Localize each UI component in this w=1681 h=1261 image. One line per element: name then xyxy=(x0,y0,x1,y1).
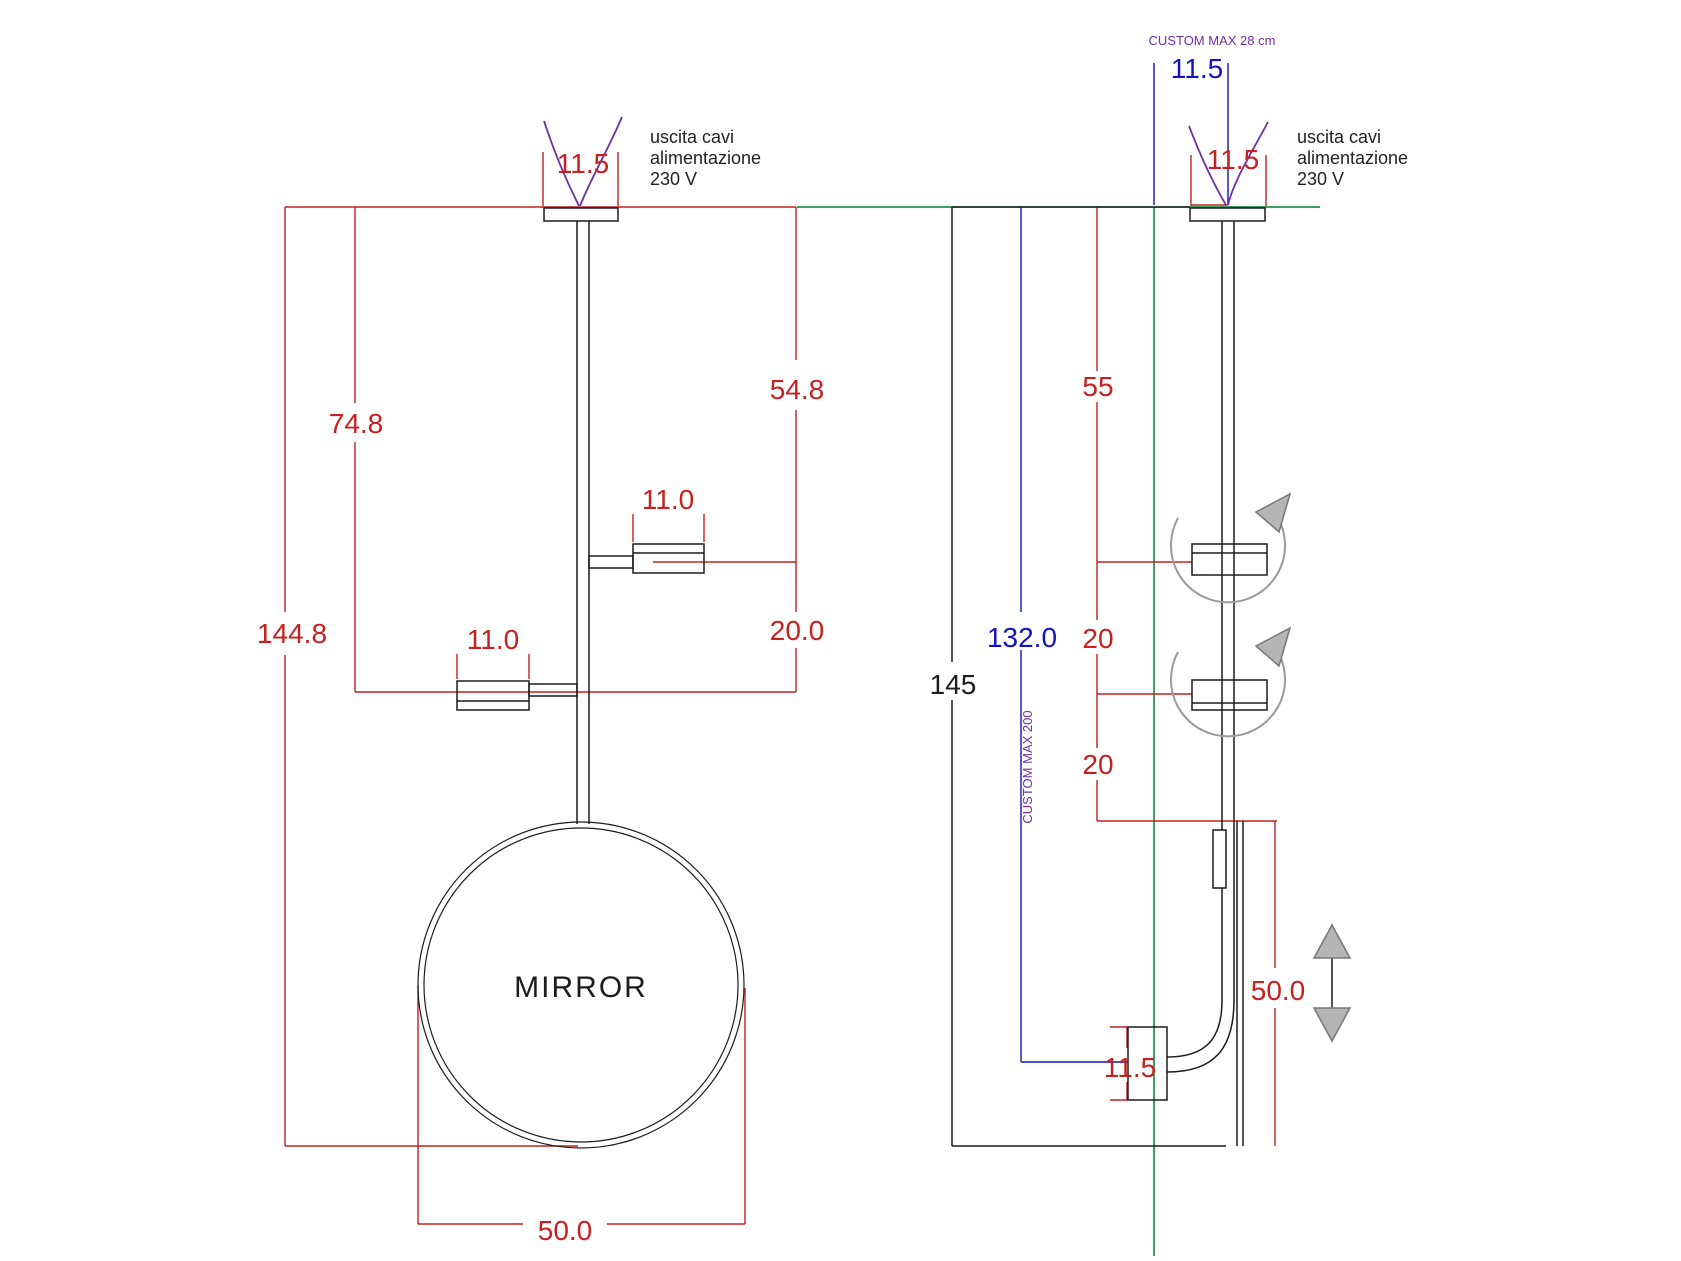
lower-gap-dim: 20 xyxy=(1082,749,1113,780)
cable-left xyxy=(543,120,580,207)
arrow-up-icon xyxy=(1312,923,1352,959)
side-canopy-width-ext-lines xyxy=(1190,155,1267,206)
telescopic-tube xyxy=(1236,821,1244,1146)
cable-drop-dim: 132.0 xyxy=(987,622,1057,653)
wall-connection-box xyxy=(1127,1026,1168,1101)
power-cables-front xyxy=(543,116,623,207)
lower-lamp-head xyxy=(456,680,530,711)
cable-note-line1: uscita cavi xyxy=(650,127,734,147)
side-dimension-lines xyxy=(1096,155,1277,1146)
cable-right xyxy=(1227,121,1269,206)
ceiling-to-upper-head-dim: 55 xyxy=(1082,371,1113,402)
front-fixture xyxy=(417,207,745,1149)
mirror-outer-circle xyxy=(417,821,745,1149)
arrow-down-icon xyxy=(1312,1007,1352,1043)
height-to-upper-head-dim: 54.8 xyxy=(770,374,825,405)
wall-outline xyxy=(951,206,1226,1147)
upper-lamp-head xyxy=(632,543,705,574)
stem-bend-inner xyxy=(1166,999,1223,1058)
canopy-width-dim: 11.5 xyxy=(557,148,609,179)
power-cables-side xyxy=(1188,121,1269,206)
slider-clamp xyxy=(1212,829,1227,889)
ceiling-canopy xyxy=(543,207,619,222)
rotation-arrow-icon xyxy=(1254,492,1292,534)
lower-head-width-ext-lines xyxy=(456,654,530,679)
rotation-arc-lower xyxy=(1170,651,1286,738)
cable-right xyxy=(579,116,623,207)
wall-box-dim: 11.5 xyxy=(1104,1052,1156,1083)
ceiling-canopy-side xyxy=(1189,207,1266,222)
lower-head-width-dim: 11.0 xyxy=(467,624,519,655)
canopy-offset-ext-lines xyxy=(1153,63,1229,205)
height-to-lower-head-dim: 74.8 xyxy=(329,408,384,439)
upper-head-width-dim: 11.0 xyxy=(642,484,694,515)
stem xyxy=(576,221,590,824)
mirror-diameter-ext-lines xyxy=(417,985,746,1224)
lower-lamp-head-side xyxy=(1191,679,1268,711)
cable-drop-dim-line xyxy=(1020,207,1128,1063)
custom-top-note: CUSTOM MAX 28 cm xyxy=(1149,33,1276,48)
upper-head-connector xyxy=(588,555,634,569)
front-dimension-lines xyxy=(284,152,797,1225)
total-height-dim: 144.8 xyxy=(257,618,327,649)
canopy-width-ext-lines xyxy=(542,152,619,206)
side-total-height-dim: 145 xyxy=(930,669,977,700)
upper-gap-dim: 20 xyxy=(1082,623,1113,654)
mirror-inner-circle xyxy=(423,827,739,1143)
cable-note-line1: uscita cavi xyxy=(1297,127,1381,147)
head-gap-dim: 20.0 xyxy=(770,615,825,646)
cable-note-line3: 230 V xyxy=(650,169,697,189)
telescopic-dim: 50.0 xyxy=(1251,975,1306,1006)
lower-head-connector xyxy=(528,683,578,697)
front-view: 11.5 uscita cavi alimentazione 230 V 144… xyxy=(257,116,825,1246)
wall-box-dim-lines xyxy=(1110,1026,1128,1101)
rotation-arrow-icon xyxy=(1254,626,1292,668)
cable-left xyxy=(1188,125,1227,206)
side-fixture xyxy=(1127,207,1268,1146)
rotation-arc-upper xyxy=(1170,517,1286,604)
upper-lamp-head-side xyxy=(1191,543,1268,576)
segment-level-lines xyxy=(1097,561,1277,822)
stem-bend-outer xyxy=(1166,999,1235,1073)
ceiling-and-centerline xyxy=(797,206,1320,1256)
cable-note-line2: alimentazione xyxy=(1297,148,1408,168)
mirror-diameter-dim: 50.0 xyxy=(538,1215,593,1246)
canopy-offset-dim: 11.5 xyxy=(1171,53,1223,84)
cable-note-line2: alimentazione xyxy=(650,148,761,168)
height-adjust-indicator xyxy=(1312,923,1352,1043)
side-view: CUSTOM MAX 28 cm 11.5 11.5 uscita cavi a… xyxy=(797,33,1408,1256)
rotation-indicators xyxy=(1170,492,1292,738)
upper-head-width-ext-lines xyxy=(632,514,705,542)
cable-note-line3: 230 V xyxy=(1297,169,1344,189)
blue-dimension-lines xyxy=(1020,63,1229,1063)
mirror-label: MIRROR xyxy=(514,971,648,1004)
custom-side-note: CUSTOM MAX 200 xyxy=(1020,710,1035,823)
side-canopy-width-dim: 11.5 xyxy=(1207,144,1259,175)
